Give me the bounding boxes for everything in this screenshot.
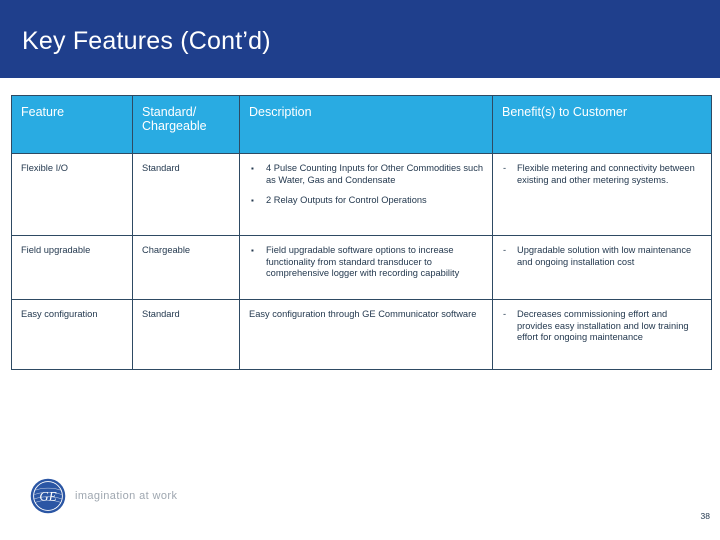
- column-header-description: Description: [239, 95, 493, 154]
- description-text: 2 Relay Outputs for Control Operations: [266, 195, 427, 206]
- cell-feature: Easy configuration: [11, 299, 133, 370]
- standard-chargeable-value: Chargeable: [142, 245, 191, 255]
- page-title: Key Features (Cont’d): [22, 27, 271, 55]
- description-bullet-list: ▪ Field upgradable software options to i…: [249, 245, 485, 280]
- column-header-feature: Feature: [11, 95, 133, 154]
- cell-standard-chargeable: Chargeable: [132, 235, 240, 300]
- description-bullet-list: ▪ 4 Pulse Counting Inputs for Other Comm…: [249, 163, 485, 207]
- square-bullet-icon: ▪: [251, 195, 254, 205]
- cell-benefits: - Flexible metering and connectivity bet…: [492, 153, 712, 236]
- cell-feature: Flexible I/O: [11, 153, 133, 236]
- cell-description: ▪ Field upgradable software options to i…: [239, 235, 493, 300]
- square-bullet-icon: ▪: [251, 245, 254, 255]
- cell-feature: Field upgradable: [11, 235, 133, 300]
- table-row: Flexible I/O Standard ▪ 4 Pulse Counting…: [11, 153, 712, 236]
- dash-bullet-icon: -: [503, 163, 507, 173]
- ge-monogram-icon: GE: [30, 478, 66, 514]
- list-item: ▪ 2 Relay Outputs for Control Operations: [249, 195, 485, 207]
- ge-tagline: imagination at work: [75, 490, 178, 502]
- svg-text:GE: GE: [39, 489, 56, 504]
- table-header: Feature Standard/ Chargeable Description…: [11, 95, 712, 154]
- description-text: Easy configuration through GE Communicat…: [249, 309, 477, 319]
- list-item: ▪ Field upgradable software options to i…: [249, 245, 485, 280]
- features-table: Feature Standard/ Chargeable Description…: [11, 95, 712, 370]
- benefit-list: - Decreases commissioning effort and pro…: [502, 309, 704, 344]
- benefit-text: Flexible metering and connectivity betwe…: [517, 163, 695, 185]
- benefit-list: - Upgradable solution with low maintenan…: [502, 245, 704, 268]
- table-row: Easy configuration Standard Easy configu…: [11, 299, 712, 370]
- benefit-text: Decreases commissioning effort and provi…: [517, 309, 689, 343]
- square-bullet-icon: ▪: [251, 163, 254, 173]
- cell-benefits: - Upgradable solution with low maintenan…: [492, 235, 712, 300]
- column-header-description-label: Description: [249, 105, 312, 119]
- column-header-standard-chargeable: Standard/ Chargeable: [132, 95, 240, 154]
- cell-description: ▪ 4 Pulse Counting Inputs for Other Comm…: [239, 153, 493, 236]
- list-item: - Decreases commissioning effort and pro…: [502, 309, 704, 344]
- feature-name: Easy configuration: [21, 309, 98, 319]
- list-item: - Flexible metering and connectivity bet…: [502, 163, 704, 186]
- cell-standard-chargeable: Standard: [132, 299, 240, 370]
- dash-bullet-icon: -: [503, 245, 507, 255]
- description-text: Field upgradable software options to inc…: [266, 245, 460, 279]
- column-header-feature-label: Feature: [21, 105, 65, 119]
- list-item: ▪ 4 Pulse Counting Inputs for Other Comm…: [249, 163, 485, 186]
- table-body: Flexible I/O Standard ▪ 4 Pulse Counting…: [11, 153, 712, 370]
- table-row: Field upgradable Chargeable ▪ Field upgr…: [11, 235, 712, 300]
- page-number: 38: [700, 511, 710, 521]
- column-header-standard-line1: Standard/: [142, 105, 197, 119]
- column-header-standard-line2: Chargeable: [142, 119, 207, 133]
- column-header-benefits: Benefit(s) to Customer: [492, 95, 712, 154]
- standard-chargeable-value: Standard: [142, 309, 180, 319]
- slide-title-band: Key Features (Cont’d): [0, 0, 720, 78]
- standard-chargeable-value: Standard: [142, 163, 180, 173]
- list-item: - Upgradable solution with low maintenan…: [502, 245, 704, 268]
- benefit-list: - Flexible metering and connectivity bet…: [502, 163, 704, 186]
- cell-standard-chargeable: Standard: [132, 153, 240, 236]
- features-table-container: Feature Standard/ Chargeable Description…: [11, 95, 712, 370]
- benefit-text: Upgradable solution with low maintenance…: [517, 245, 692, 267]
- cell-benefits: - Decreases commissioning effort and pro…: [492, 299, 712, 370]
- table-header-row: Feature Standard/ Chargeable Description…: [11, 95, 712, 154]
- ge-logo-block: GE imagination at work: [30, 478, 177, 514]
- column-header-benefits-label: Benefit(s) to Customer: [502, 105, 628, 119]
- feature-name: Flexible I/O: [21, 163, 69, 173]
- cell-description: Easy configuration through GE Communicat…: [239, 299, 493, 370]
- description-text: 4 Pulse Counting Inputs for Other Commod…: [266, 163, 484, 185]
- dash-bullet-icon: -: [503, 309, 507, 319]
- feature-name: Field upgradable: [21, 245, 91, 255]
